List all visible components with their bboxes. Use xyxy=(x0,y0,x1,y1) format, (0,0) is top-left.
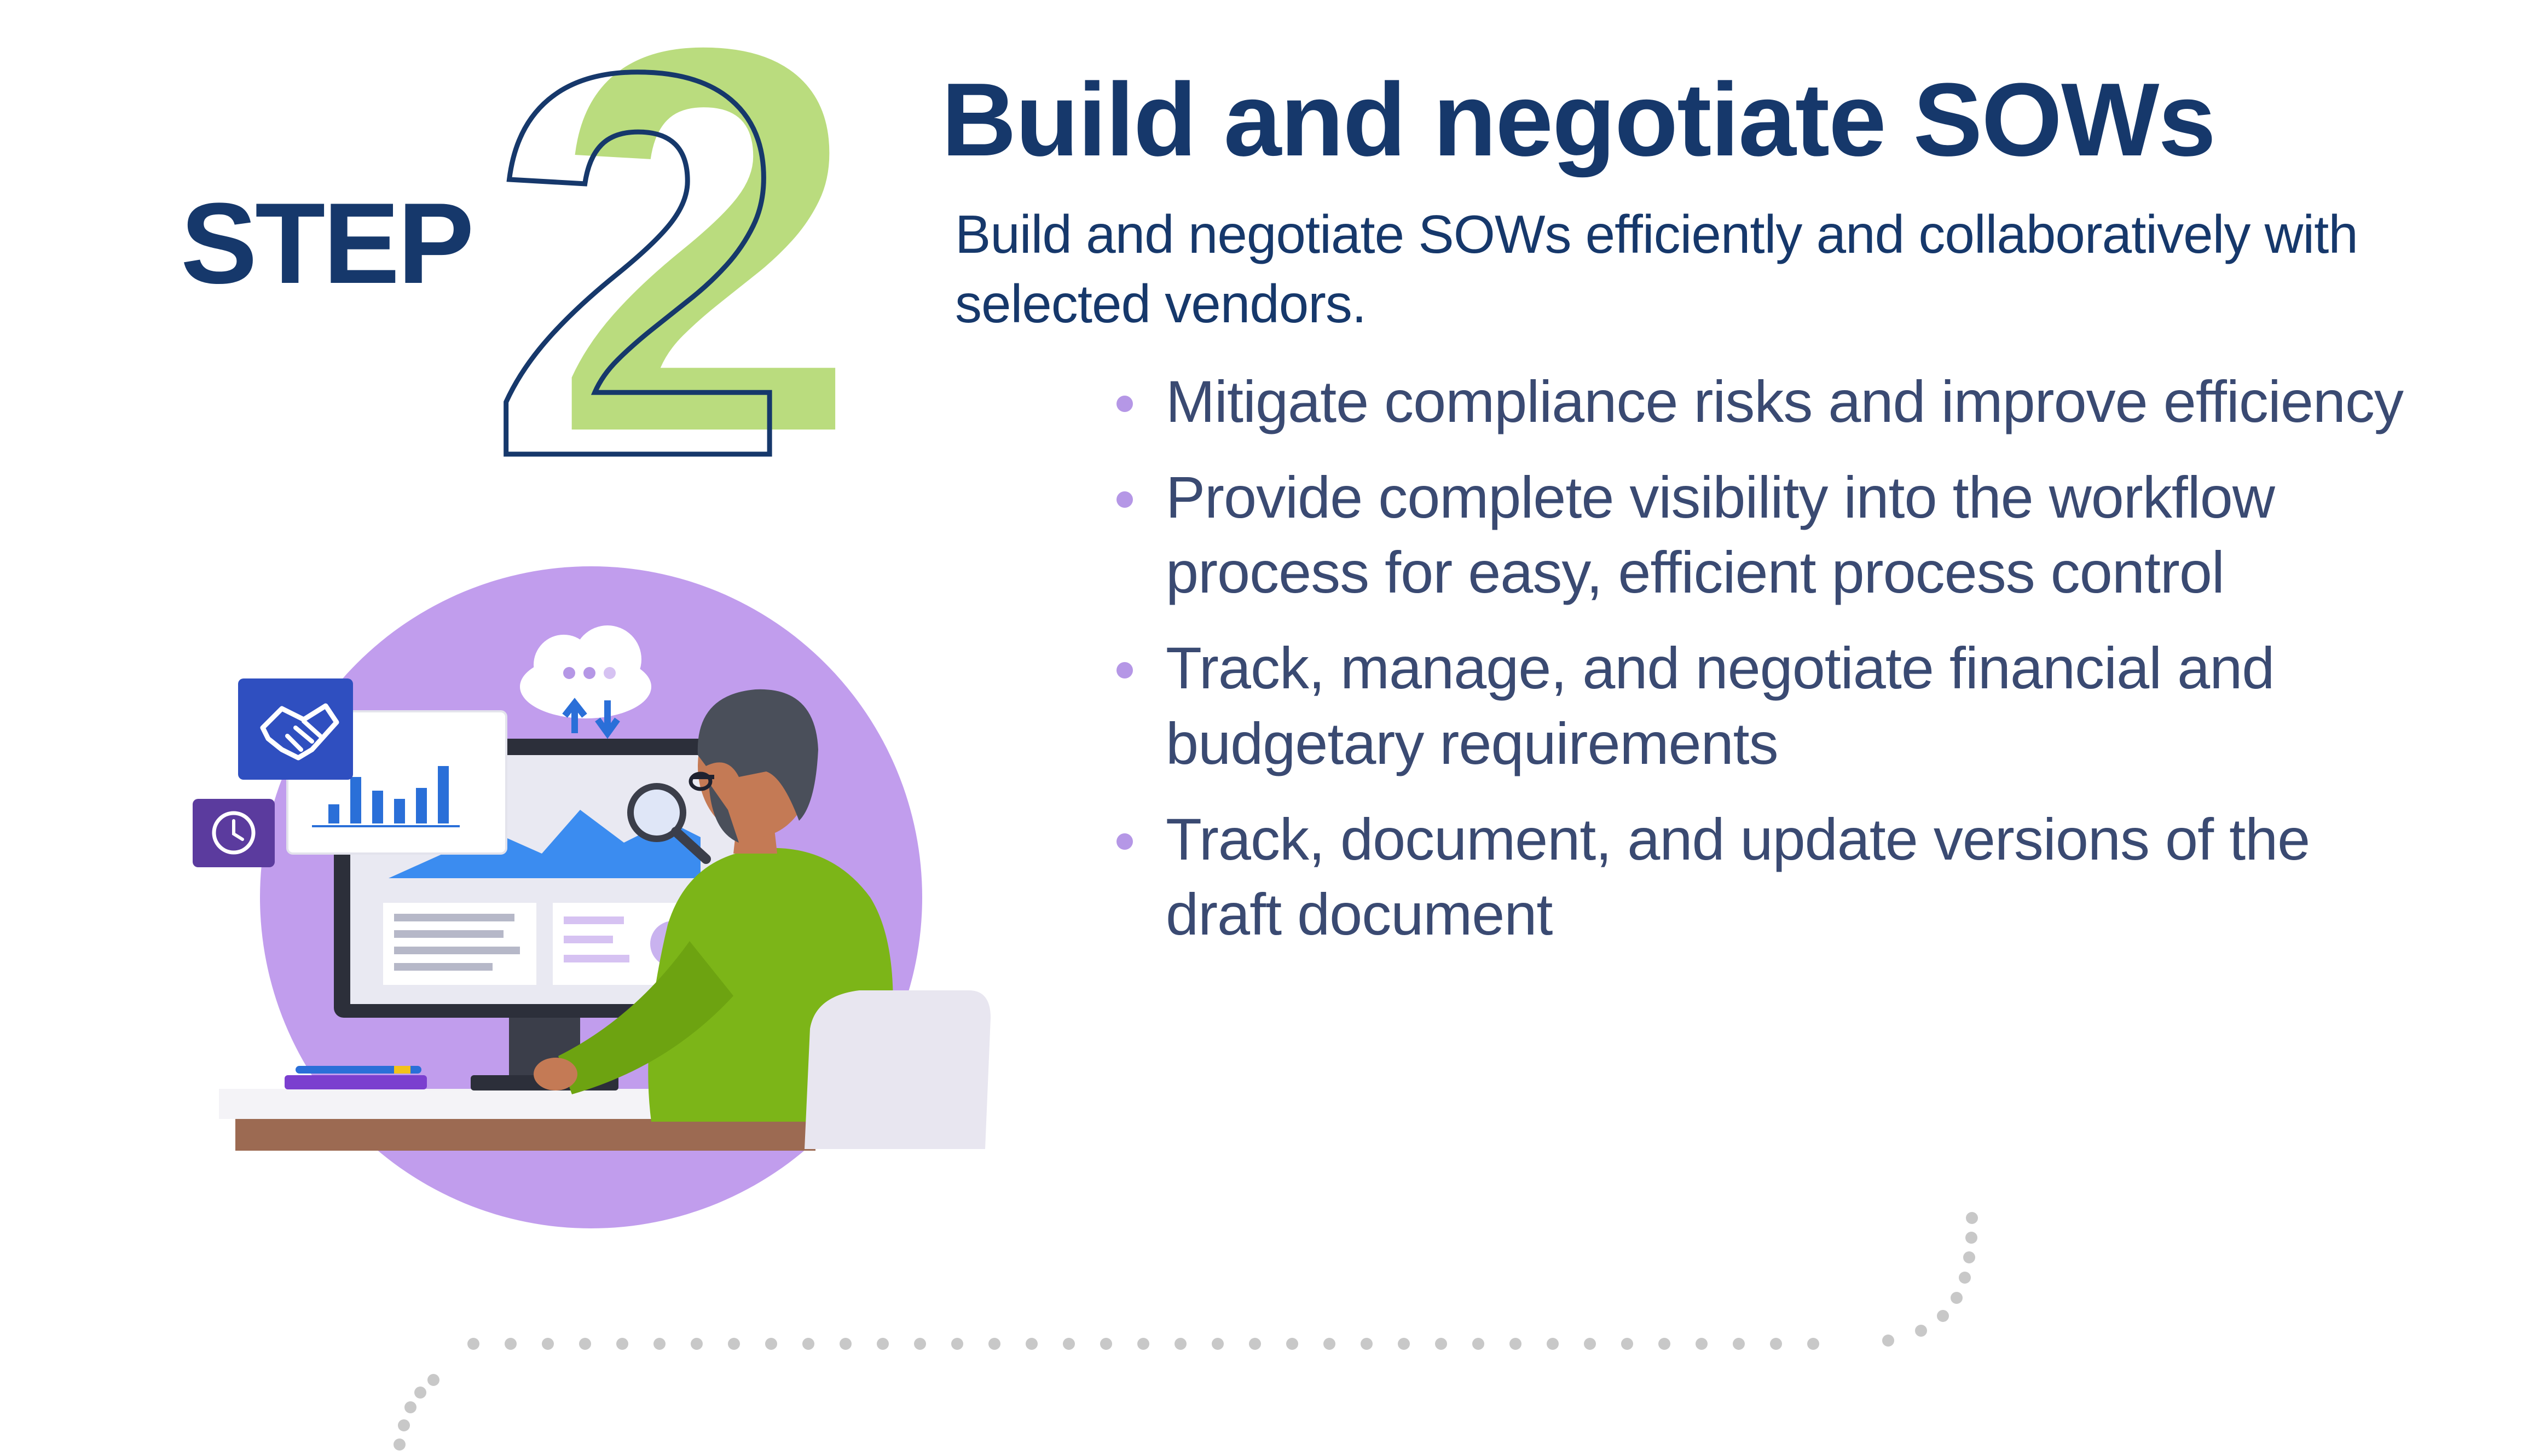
intro-text: Build and negotiate SOWs efficiently and… xyxy=(955,204,2358,334)
trail-dot xyxy=(427,1374,439,1386)
trail-dot xyxy=(1100,1338,1112,1350)
list-item: Track, document, and update versions of … xyxy=(1116,802,2430,952)
trail-dot xyxy=(951,1338,963,1350)
trail-dot xyxy=(988,1338,1000,1350)
list-item-text: Track, document, and update versions of … xyxy=(1166,805,2310,947)
trail-dot xyxy=(1696,1338,1708,1350)
book xyxy=(285,1075,427,1089)
workstation-illustration xyxy=(193,566,991,1228)
pen xyxy=(296,1066,421,1074)
clock-icon xyxy=(193,799,275,867)
hand xyxy=(534,1058,577,1090)
handshake-icon xyxy=(238,678,353,780)
desk-edge xyxy=(235,1119,815,1151)
trail-dot xyxy=(802,1338,814,1350)
trail-dot xyxy=(653,1338,666,1350)
trail-dot xyxy=(404,1401,416,1413)
list-item: Mitigate compliance risks and improve ef… xyxy=(1116,364,2430,439)
trail-dot xyxy=(1212,1338,1224,1350)
trail-dot xyxy=(414,1387,426,1399)
trail-dot xyxy=(1937,1310,1949,1322)
trail-dot xyxy=(1026,1338,1038,1350)
trail-dot xyxy=(728,1338,740,1350)
bullet-dot xyxy=(1116,396,1133,412)
trail-dot xyxy=(616,1338,628,1350)
page-title: Build and negotiate SOWs xyxy=(941,62,2216,178)
trail-dot xyxy=(1658,1338,1670,1350)
step-label: STEP xyxy=(181,179,474,308)
trail-dot xyxy=(1807,1338,1819,1350)
list-item: Track, manage, and negotiate financial a… xyxy=(1116,630,2430,780)
step-number-fill: 2 xyxy=(553,22,857,471)
trail-dot xyxy=(467,1338,479,1350)
trail-dot xyxy=(1966,1212,1978,1224)
trail-dot xyxy=(1621,1338,1633,1350)
magnifier-icon xyxy=(627,783,711,864)
trail-dot xyxy=(914,1338,926,1350)
trail-dot xyxy=(1584,1338,1596,1350)
trail-dot xyxy=(1137,1338,1149,1350)
trail-dot xyxy=(1249,1338,1261,1350)
trail-dot xyxy=(765,1338,777,1350)
list-item-text: Provide complete visibility into the wor… xyxy=(1166,464,2275,606)
dotted-path-decoration xyxy=(394,1212,1978,1451)
screen-area-chart xyxy=(389,810,701,878)
trail-dot xyxy=(877,1338,889,1350)
trail-dot xyxy=(1472,1338,1484,1350)
chair xyxy=(805,990,991,1149)
trail-dot xyxy=(1323,1338,1335,1350)
trail-dot xyxy=(1882,1335,1894,1347)
trail-dot xyxy=(394,1438,406,1451)
trail-dot xyxy=(1547,1338,1559,1350)
trail-dot xyxy=(1951,1292,1963,1304)
trail-dot xyxy=(505,1338,517,1350)
trail-dot xyxy=(1435,1338,1447,1350)
trail-dot xyxy=(1398,1338,1410,1350)
trail-dot xyxy=(691,1338,703,1350)
step-number-outline: 2 xyxy=(487,22,791,471)
trail-dot xyxy=(1963,1251,1975,1263)
trail-dot xyxy=(1733,1338,1745,1350)
trail-dot xyxy=(1286,1338,1298,1350)
trail-dot xyxy=(1361,1338,1373,1350)
list-item-text: Track, manage, and negotiate financial a… xyxy=(1166,635,2275,776)
bullet-dot xyxy=(1116,833,1133,850)
benefit-list: Mitigate compliance risks and improve ef… xyxy=(1116,364,2430,972)
trail-dot xyxy=(579,1338,591,1350)
trail-dot xyxy=(1959,1272,1971,1284)
trail-dot xyxy=(1965,1232,1977,1244)
list-item-text: Mitigate compliance risks and improve ef… xyxy=(1166,368,2404,434)
trail-dot xyxy=(1175,1338,1187,1350)
bullet-dot xyxy=(1116,491,1133,508)
trail-dot xyxy=(1770,1338,1782,1350)
trail-dot xyxy=(1063,1338,1075,1350)
bullet-dot xyxy=(1116,662,1133,679)
step-number-graphic: 2 2 xyxy=(485,22,858,471)
trail-dot xyxy=(542,1338,554,1350)
trail-dot xyxy=(398,1419,410,1431)
trail-dot xyxy=(840,1338,852,1350)
trail-dot xyxy=(1509,1338,1521,1350)
trail-dot xyxy=(1915,1325,1927,1337)
cloud-sync-icon xyxy=(520,625,651,739)
list-item: Provide complete visibility into the wor… xyxy=(1116,460,2430,610)
